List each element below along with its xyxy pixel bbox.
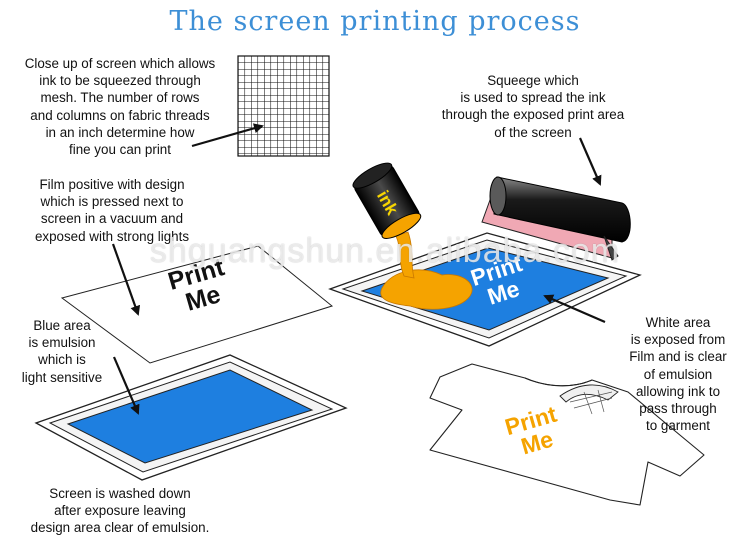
t-shirt xyxy=(429,363,705,506)
squeegee xyxy=(481,176,631,261)
caption-line: after exposure leaving xyxy=(54,503,186,519)
caption-line: ink to be squeezed through xyxy=(39,73,201,89)
shirt-print-text: Print Me xyxy=(502,401,560,460)
printing-screen xyxy=(328,232,642,347)
arrow-squeegee xyxy=(578,137,602,186)
white-area-caption: White area is exposed from Film and is c… xyxy=(614,314,742,434)
washed-screen xyxy=(34,354,348,481)
caption-line: mesh. The number of rows xyxy=(40,90,200,106)
caption-line: which is pressed next to xyxy=(40,194,184,210)
arrow-film xyxy=(111,243,141,316)
watermark: shguangshun.en.alibaba.com xyxy=(149,232,621,270)
caption-line: in an inch determine how xyxy=(45,124,195,140)
caption-line: exposed with strong lights xyxy=(34,228,190,244)
caption-line: through the exposed print area xyxy=(441,107,625,123)
caption-line: which is xyxy=(38,352,86,368)
squeegee-caption: Squeege which is used to spread the ink … xyxy=(412,72,654,141)
arrow-mesh xyxy=(191,123,264,148)
caption-line: is emulsion xyxy=(28,335,96,351)
caption-line: White area xyxy=(645,315,711,330)
caption-line: pass through xyxy=(639,401,717,417)
caption-line: of emulsion xyxy=(643,366,713,382)
ink-puddle xyxy=(380,231,473,310)
caption-line: allowing ink to xyxy=(635,383,721,399)
caption-line: light sensitive xyxy=(21,369,103,385)
mesh-closeup xyxy=(237,55,330,157)
page-title: The screen printing process xyxy=(169,6,581,37)
arrow-blue-area xyxy=(112,356,140,415)
caption-line: fine you can print xyxy=(69,142,171,158)
blue-area-caption: Blue area is emulsion which is light sen… xyxy=(8,317,116,386)
ink-can xyxy=(352,162,422,239)
caption-line: to garment xyxy=(645,418,710,434)
caption-line: Screen is washed down xyxy=(49,486,191,501)
callout-arrows xyxy=(111,123,606,415)
caption-line: Close up of screen which allows xyxy=(24,56,216,71)
caption-line: Film and is clear xyxy=(629,349,727,365)
caption-line: screen in a vacuum and xyxy=(40,211,184,227)
film-caption: Film positive with design which is press… xyxy=(8,176,216,245)
arrow-white-area xyxy=(543,294,606,324)
mesh-caption: Close up of screen which allows ink to b… xyxy=(4,55,236,158)
caption-line: Squeege which xyxy=(487,73,579,88)
washed-caption: Screen is washed down after exposure lea… xyxy=(4,485,236,537)
caption-line: and columns on fabric threads xyxy=(30,107,210,123)
caption-line: of the screen xyxy=(494,124,572,140)
caption-line: design area clear of emulsion. xyxy=(30,520,210,536)
caption-line: Film positive with design xyxy=(39,177,185,192)
film-positive xyxy=(60,245,334,364)
caption-line: is exposed from xyxy=(630,332,726,348)
caption-line: Blue area xyxy=(33,318,91,333)
caption-line: is used to spread the ink xyxy=(460,90,606,106)
